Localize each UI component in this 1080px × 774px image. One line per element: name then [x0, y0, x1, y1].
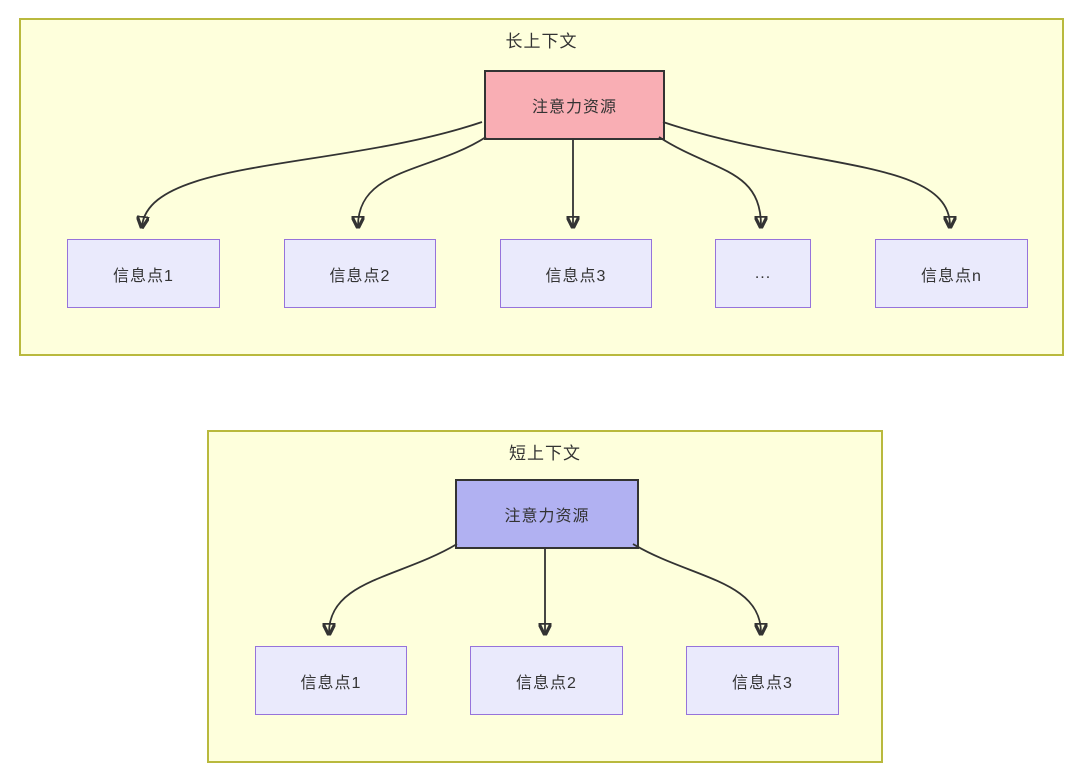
- long-info-node-2: 信息点2: [284, 239, 436, 308]
- panel-long-context: 长上下文 注意力资源 信息点1 信息点2 信息点3 ... 信息点n: [19, 18, 1064, 356]
- panel-long-context-title: 长上下文: [505, 32, 578, 51]
- long-info-node-1: 信息点1: [67, 239, 220, 308]
- panel-short-context: 短上下文 注意力资源 信息点1 信息点2 信息点3: [207, 430, 883, 763]
- short-attention-node: 注意力资源: [455, 479, 639, 549]
- short-info-node-1: 信息点1: [255, 646, 407, 715]
- long-info-node-n: 信息点n: [875, 239, 1028, 308]
- long-attention-node: 注意力资源: [484, 70, 665, 140]
- long-info-node-3: 信息点3: [500, 239, 652, 308]
- short-info-node-3: 信息点3: [686, 646, 839, 715]
- short-info-node-2: 信息点2: [470, 646, 623, 715]
- panel-short-context-title: 短上下文: [509, 444, 581, 463]
- long-info-node-ellipsis: ...: [715, 239, 811, 308]
